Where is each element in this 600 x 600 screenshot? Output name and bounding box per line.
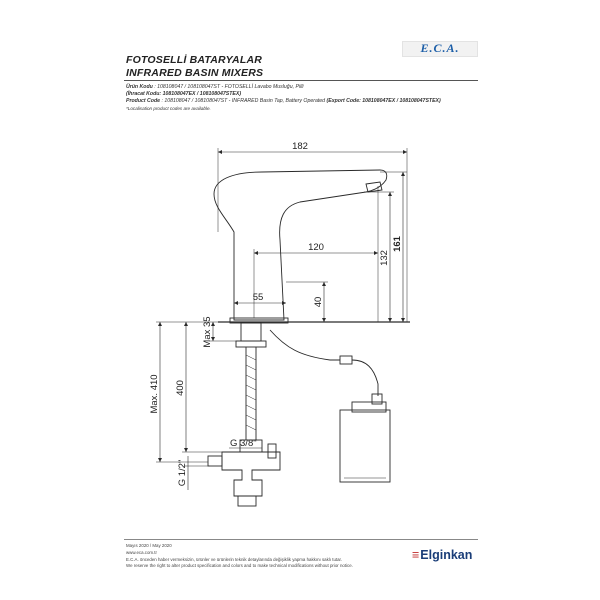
eca-logo-text: E.C.A. (420, 41, 460, 55)
dim-132: 132 (379, 250, 390, 266)
valve-handle (267, 443, 277, 459)
valve-outlet (237, 495, 257, 507)
title-turkish: FOTOSELLİ BATARYALAR (126, 54, 263, 66)
dim-120: 120 (308, 242, 324, 253)
title-english: INFRARED BASIN MIXERS (126, 67, 264, 79)
export-code-text-en: (Export Code: 108108047EX / 108108047STE… (326, 98, 441, 104)
product-code-tr: Ürün Kodu : 108108047 / 108108047ST - FO… (126, 84, 486, 91)
footer-note-tr: E.C.A. önceden haber vermeksizin, ürünle… (126, 557, 342, 562)
faucet-spout-tip (365, 181, 383, 193)
supply-hose (245, 347, 257, 440)
dim-max-35: Max 35 (202, 316, 213, 347)
thread-g-3-8: G 3/8" (230, 438, 257, 449)
product-code-value-tr: : 108108047 / 108108047ST - FOTOSELLİ La… (154, 84, 304, 90)
dim-40: 40 (313, 297, 324, 308)
mounting-nut (235, 340, 267, 348)
thread-g-1-2: G 1/2" (177, 460, 188, 487)
export-code-tr: (İhracat Kodu: 108108047EX / 108108047ST… (126, 91, 486, 98)
battery-box-lid (351, 401, 387, 413)
product-code-label-en: Product Code (126, 98, 161, 104)
footer-divider (124, 539, 478, 540)
mounting-shank (240, 322, 262, 342)
dim-182: 182 (292, 141, 308, 152)
dim-max-410: Max. 410 (149, 374, 160, 413)
footer-website[interactable]: www.eca.com.tr (126, 550, 157, 555)
eca-logo: E.C.A. (402, 41, 478, 57)
sensor-cable (269, 329, 340, 361)
faucet-body (213, 169, 388, 321)
elginkan-logo-text: Elginkan (420, 548, 473, 562)
footer-note-en: We reserve the right to alter product sp… (126, 563, 353, 568)
localisation-note: *Localisation product codes are availabl… (126, 106, 211, 111)
hose-braid (245, 354, 257, 431)
valve-wall-connector (207, 455, 223, 467)
footer-date: Mayıs 2020 / May 2020 (126, 543, 172, 548)
dim-55: 55 (253, 292, 264, 303)
cable-connector (339, 355, 353, 365)
elginkan-mark-icon: ≡ (412, 548, 420, 562)
battery-box (339, 409, 391, 483)
battery-box-clip (371, 393, 383, 405)
dim-161: 161 (392, 235, 403, 252)
product-code-en: Product Code : 108108047 / 108108047ST -… (126, 98, 486, 105)
dim-400: 400 (175, 380, 186, 396)
product-code-label-tr: Ürün Kodu (126, 84, 153, 90)
angle-valve (221, 451, 281, 497)
product-code-value-en: : 108108047 / 108108047ST - INFRARED Bas… (161, 98, 326, 104)
export-code-text-tr: (İhracat Kodu: 108108047EX / 108108047ST… (126, 91, 242, 97)
elginkan-logo: ≡Elginkan (412, 548, 472, 562)
battery-cable (351, 359, 379, 396)
header-divider (124, 80, 478, 81)
